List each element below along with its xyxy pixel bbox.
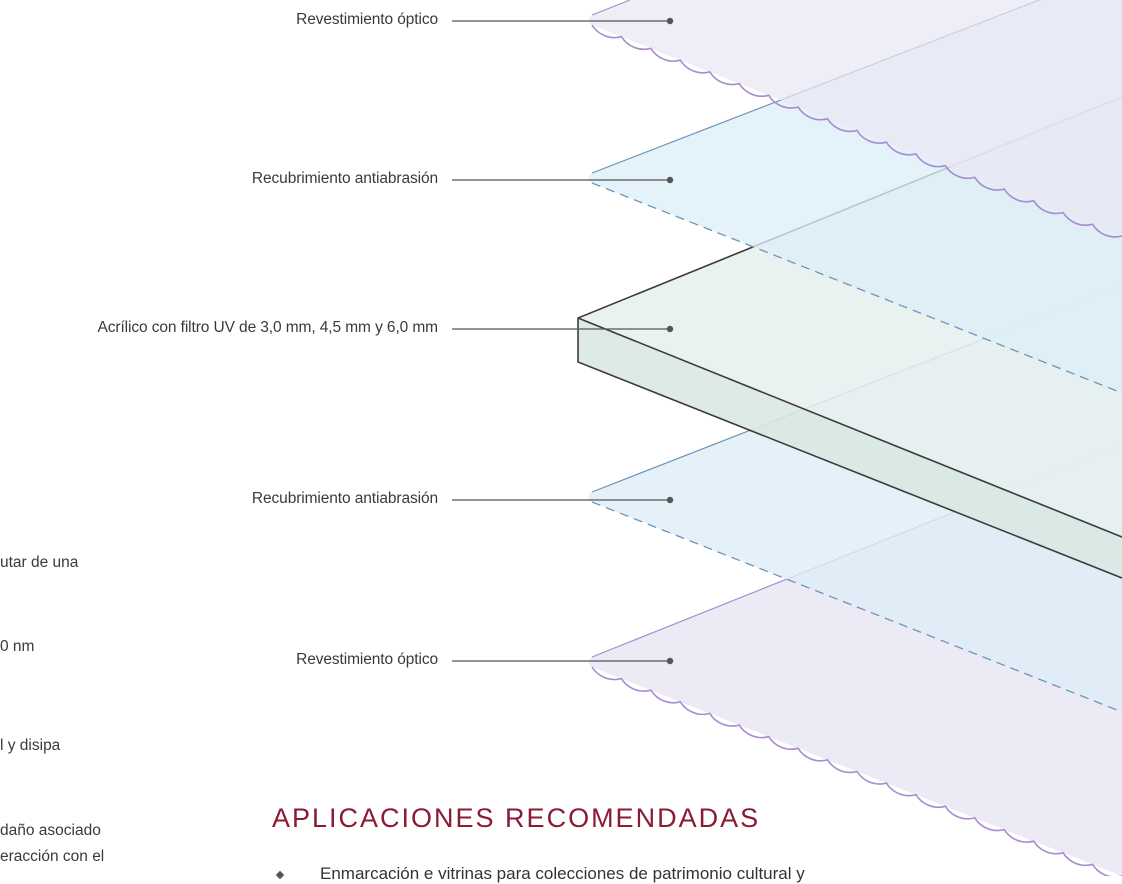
leader-dot-bottom-abrasion xyxy=(667,497,673,503)
applications-item-1: Enmarcación e vitrinas para colecciones … xyxy=(320,864,805,884)
label-core: Acrílico con filtro UV de 3,0 mm, 4,5 mm… xyxy=(98,319,439,337)
side-text-line-2: 0 nm xyxy=(0,638,34,656)
leader-dot-bottom-optical xyxy=(667,658,673,664)
applications-title: APLICACIONES RECOMENDADAS xyxy=(272,803,760,834)
side-text-line-5: eracción con el xyxy=(0,848,104,866)
label-bottom-abrasion: Recubrimiento antiabrasión xyxy=(252,490,438,508)
leader-dot-top-abrasion xyxy=(667,177,673,183)
label-bottom-optical: Revestimiento óptico xyxy=(296,651,438,669)
leader-dot-core xyxy=(667,326,673,332)
side-text-line-3: l y disipa xyxy=(0,737,60,755)
label-top-optical: Revestimiento óptico xyxy=(296,11,438,29)
leader-dot-top-optical xyxy=(667,18,673,24)
side-text-line-4: daño asociado xyxy=(0,822,101,840)
side-text-line-1: utar de una xyxy=(0,554,78,572)
label-top-abrasion: Recubrimiento antiabrasión xyxy=(252,170,438,188)
